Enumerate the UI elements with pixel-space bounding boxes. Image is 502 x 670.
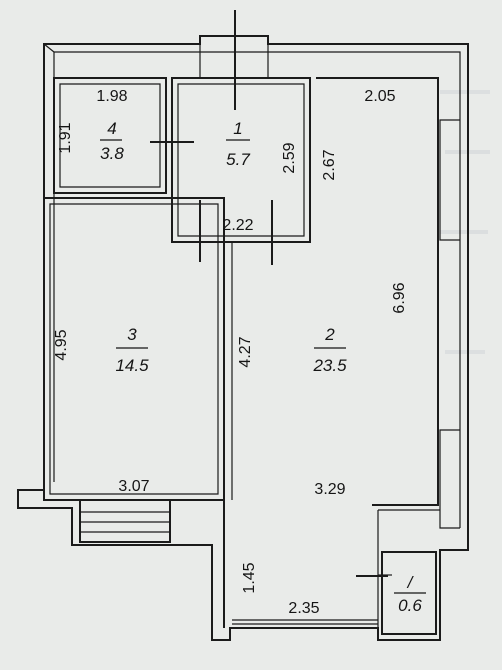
room-4-area: 3.8 — [100, 144, 124, 163]
room-4-walls — [53, 77, 167, 194]
dim-room2-top-width: 2.05 — [364, 88, 395, 105]
entrance-steps — [79, 499, 171, 543]
room-3-number: 3 — [127, 325, 137, 344]
room-2-area: 23.5 — [312, 356, 347, 375]
door-marks — [150, 10, 388, 577]
dim-room4-width: 1.98 — [96, 88, 127, 105]
dim-room4-height: 1.91 — [57, 122, 74, 153]
balcony-window — [232, 619, 378, 629]
dim-room2-corridor-height: 2.67 — [321, 149, 338, 180]
bleed-through-shadow — [440, 90, 490, 354]
closet-area: 0.6 — [398, 596, 422, 615]
room-4-number: 4 — [107, 119, 116, 138]
closet-number: / — [407, 573, 415, 592]
dim-room2-height: 6.96 — [391, 282, 408, 313]
dim-room1-width: 2.22 — [222, 217, 253, 234]
dim-room2-left-height: 4.27 — [237, 336, 254, 367]
room-2-number: 2 — [324, 325, 335, 344]
dim-balcony-height: 1.45 — [241, 562, 258, 593]
dim-room1-height: 2.59 — [281, 142, 298, 173]
room-1-area: 5.7 — [226, 150, 250, 169]
dim-room3-width: 3.07 — [118, 478, 149, 495]
dimension-labels: 1.98 1.91 2.59 2.22 2.05 2.67 6.96 4.27 … — [53, 88, 408, 617]
room-3-walls — [43, 197, 225, 501]
room-labels: 4 3.8 1 5.7 2 23.5 3 14.5 / 0.6 — [100, 119, 426, 615]
dim-room3-height: 4.95 — [53, 329, 70, 360]
dim-room2-bottom-width: 3.29 — [314, 481, 345, 498]
room-1-number: 1 — [233, 119, 242, 138]
room-3-area: 14.5 — [115, 356, 149, 375]
dim-balcony-width: 2.35 — [288, 600, 319, 617]
